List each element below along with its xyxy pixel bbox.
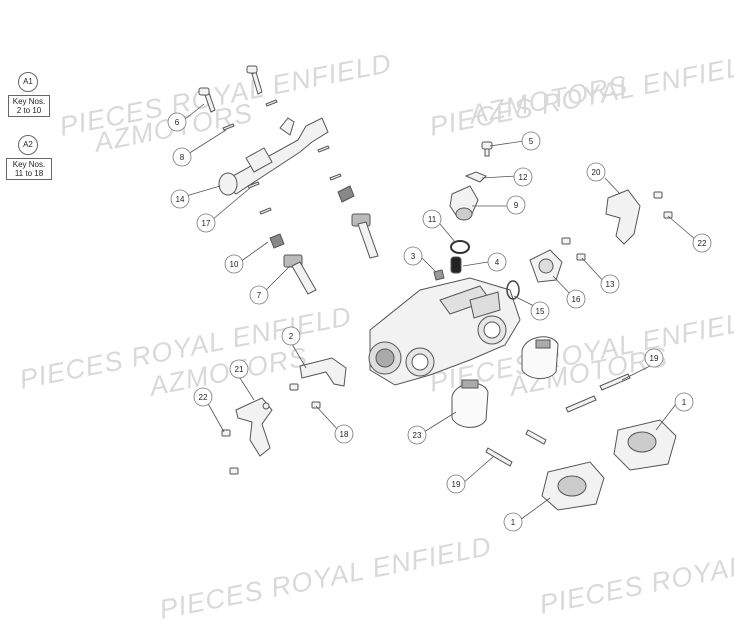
hose-clamp-part bbox=[521, 336, 559, 379]
callout-12: 12 bbox=[513, 167, 533, 187]
callout-number: 14 bbox=[176, 195, 185, 204]
sensor-part bbox=[529, 249, 563, 283]
callout-13: 13 bbox=[600, 274, 620, 294]
callout-21: 21 bbox=[229, 359, 249, 379]
callout-5: 5 bbox=[521, 131, 541, 151]
callout-22-left: 22 bbox=[193, 387, 213, 407]
callout-number: 19 bbox=[452, 480, 461, 489]
callout-number: 12 bbox=[519, 173, 528, 182]
legend-note-a1: Key Nos. 2 to 10 bbox=[8, 95, 50, 117]
callout-number: 3 bbox=[411, 252, 416, 261]
callout-number: 7 bbox=[257, 291, 262, 300]
callout-number: 20 bbox=[592, 168, 601, 177]
callout-number: 16 bbox=[572, 295, 581, 304]
o-ring-part bbox=[506, 280, 520, 300]
screw-part bbox=[289, 383, 321, 409]
callout-2: 2 bbox=[281, 326, 301, 346]
callout-number: 2 bbox=[289, 332, 294, 341]
callout-17: 17 bbox=[196, 213, 216, 233]
legend-note-a2: Key Nos. 11 to 18 bbox=[6, 158, 52, 180]
callout-22-right: 22 bbox=[692, 233, 712, 253]
callout-19-right: 19 bbox=[644, 348, 664, 368]
callout-7: 7 bbox=[249, 285, 269, 305]
legend-line: Key Nos. bbox=[12, 97, 46, 106]
callout-number: 5 bbox=[529, 137, 534, 146]
dowel-pin-part bbox=[222, 99, 342, 215]
injector-part bbox=[269, 233, 317, 295]
fuel-rail-part bbox=[218, 117, 329, 196]
callout-1-right: 1 bbox=[674, 392, 694, 412]
callout-number: 1 bbox=[511, 518, 516, 527]
bracket-part bbox=[605, 189, 641, 245]
callout-number: 23 bbox=[413, 431, 422, 440]
sensor-part bbox=[449, 185, 479, 221]
screw-part bbox=[653, 191, 673, 219]
legend-line: Key Nos. bbox=[12, 160, 46, 169]
callout-number: 8 bbox=[180, 153, 185, 162]
spring-part bbox=[450, 256, 462, 274]
callout-number: 21 bbox=[235, 365, 244, 374]
screw-part bbox=[481, 141, 493, 157]
bolt-part bbox=[246, 65, 263, 95]
callout-18: 18 bbox=[334, 424, 354, 444]
legend-tag-a2: A2 bbox=[18, 135, 38, 155]
callout-4: 4 bbox=[487, 252, 507, 272]
intake-manifold-part bbox=[613, 419, 677, 471]
callout-number: 18 bbox=[340, 430, 349, 439]
callout-9: 9 bbox=[506, 195, 526, 215]
legend-line: 2 to 10 bbox=[16, 106, 42, 115]
callout-19-left: 19 bbox=[446, 474, 466, 494]
bracket-part bbox=[235, 397, 273, 457]
callout-1-left: 1 bbox=[503, 512, 523, 532]
hose-clamp-part bbox=[451, 379, 489, 428]
callout-number: 22 bbox=[199, 393, 208, 402]
callout-23: 23 bbox=[407, 425, 427, 445]
bolt-part bbox=[198, 87, 216, 113]
screw-part bbox=[561, 237, 586, 261]
callout-number: 22 bbox=[698, 239, 707, 248]
callout-number: 10 bbox=[230, 260, 239, 269]
callout-number: 19 bbox=[650, 354, 659, 363]
callout-14: 14 bbox=[170, 189, 190, 209]
o-ring-part bbox=[450, 240, 470, 254]
callout-16: 16 bbox=[566, 289, 586, 309]
clip-part bbox=[433, 269, 445, 281]
callout-number: 15 bbox=[536, 307, 545, 316]
callout-number: 1 bbox=[682, 398, 687, 407]
bolt-part bbox=[485, 373, 631, 467]
callout-20: 20 bbox=[586, 162, 606, 182]
callout-8: 8 bbox=[172, 147, 192, 167]
callout-number: 17 bbox=[202, 219, 211, 228]
callout-number: 11 bbox=[428, 215, 437, 224]
callout-15: 15 bbox=[530, 301, 550, 321]
screw-part bbox=[221, 429, 239, 475]
exploded-parts-diagram: 1 1 2 3 4 5 6 7 8 9 10 11 12 13 14 15 16… bbox=[167, 65, 712, 532]
callout-number: 9 bbox=[514, 201, 519, 210]
callout-6: 6 bbox=[167, 112, 187, 132]
callout-11: 11 bbox=[422, 209, 442, 229]
intake-manifold-part bbox=[541, 461, 605, 511]
callout-3: 3 bbox=[403, 246, 423, 266]
legend-tag-a1: A1 bbox=[18, 72, 38, 92]
legend-line: 11 to 18 bbox=[14, 169, 44, 178]
callout-number: 6 bbox=[175, 118, 180, 127]
callout-10: 10 bbox=[224, 254, 244, 274]
callout-number: 4 bbox=[495, 258, 500, 267]
clip-part bbox=[464, 171, 487, 183]
bracket-part bbox=[299, 357, 347, 387]
callout-number: 13 bbox=[606, 280, 615, 289]
injector-part bbox=[337, 185, 379, 259]
throttle-body-part bbox=[368, 277, 521, 386]
